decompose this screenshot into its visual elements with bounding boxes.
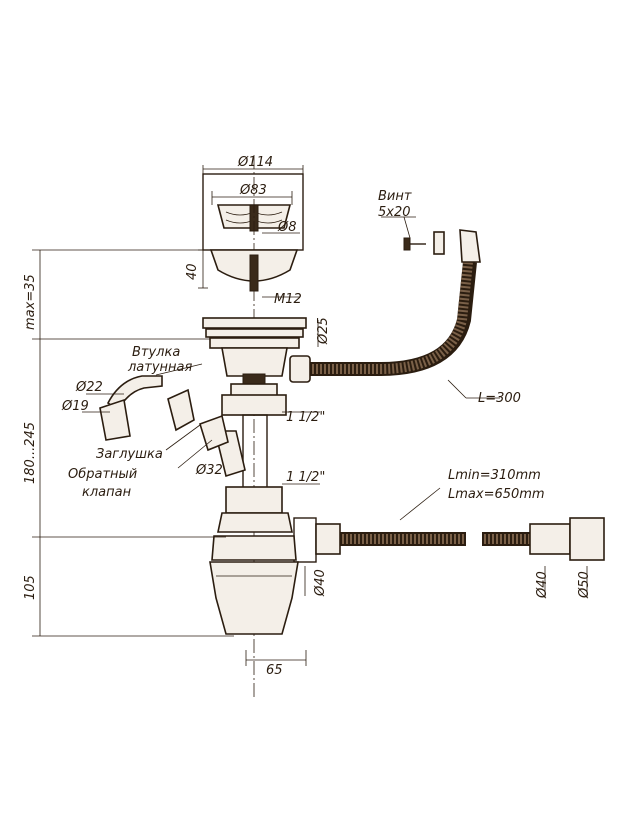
drain-grate [202,165,304,251]
label-zaglushka: Заглушка [96,447,163,462]
label-d22: Ø22 [75,380,103,395]
label-lmax: Lmax=650mm [448,487,545,502]
label-thread-bottom: 1 1/2" [286,470,325,485]
label-vint-size: 5x20 [378,205,411,220]
label-h40: 40 [185,263,200,280]
drain-hose [315,487,605,598]
outlet-bowl [198,249,300,298]
label-d32: Ø32 [195,463,223,478]
label-h105: 105 [23,575,38,600]
label-lmin: Lmin=310mm [448,468,541,483]
label-thread-top: 1 1/2" [286,410,325,425]
label-obratny-2: клапан [82,485,132,500]
label-h180-245: 180...245 [23,422,38,484]
label-l300: L=300 [478,391,521,406]
label-d19: Ø19 [61,399,89,414]
label-d40-hose: Ø40 [535,571,550,599]
label-max35: max=35 [23,274,38,330]
label-d50: Ø50 [577,571,592,599]
label-obratny-1: Обратный [68,467,137,482]
label-vtulka-1: Втулка [132,345,180,360]
overflow-hose [289,229,500,399]
label-vtulka-2: латунная [127,360,193,375]
label-vint: Винт [378,189,412,204]
labels: Ø114 Ø83 Ø8 40 M12 Ø25 Винт 5x20 L=300 В… [23,155,592,678]
label-d83: Ø83 [239,183,267,198]
height-dimensions [32,249,307,666]
vertical-tube [213,394,320,514]
label-d40-trap: Ø40 [313,569,328,597]
label-w65: 65 [266,663,283,678]
label-m12: M12 [274,292,302,307]
label-d8: Ø8 [277,220,297,235]
label-d25: Ø25 [316,317,331,345]
bottle-trap [209,512,317,635]
side-fittings [82,363,229,469]
screw-detail [381,216,445,255]
label-d114: Ø114 [237,155,273,170]
flange-stack [202,317,307,405]
